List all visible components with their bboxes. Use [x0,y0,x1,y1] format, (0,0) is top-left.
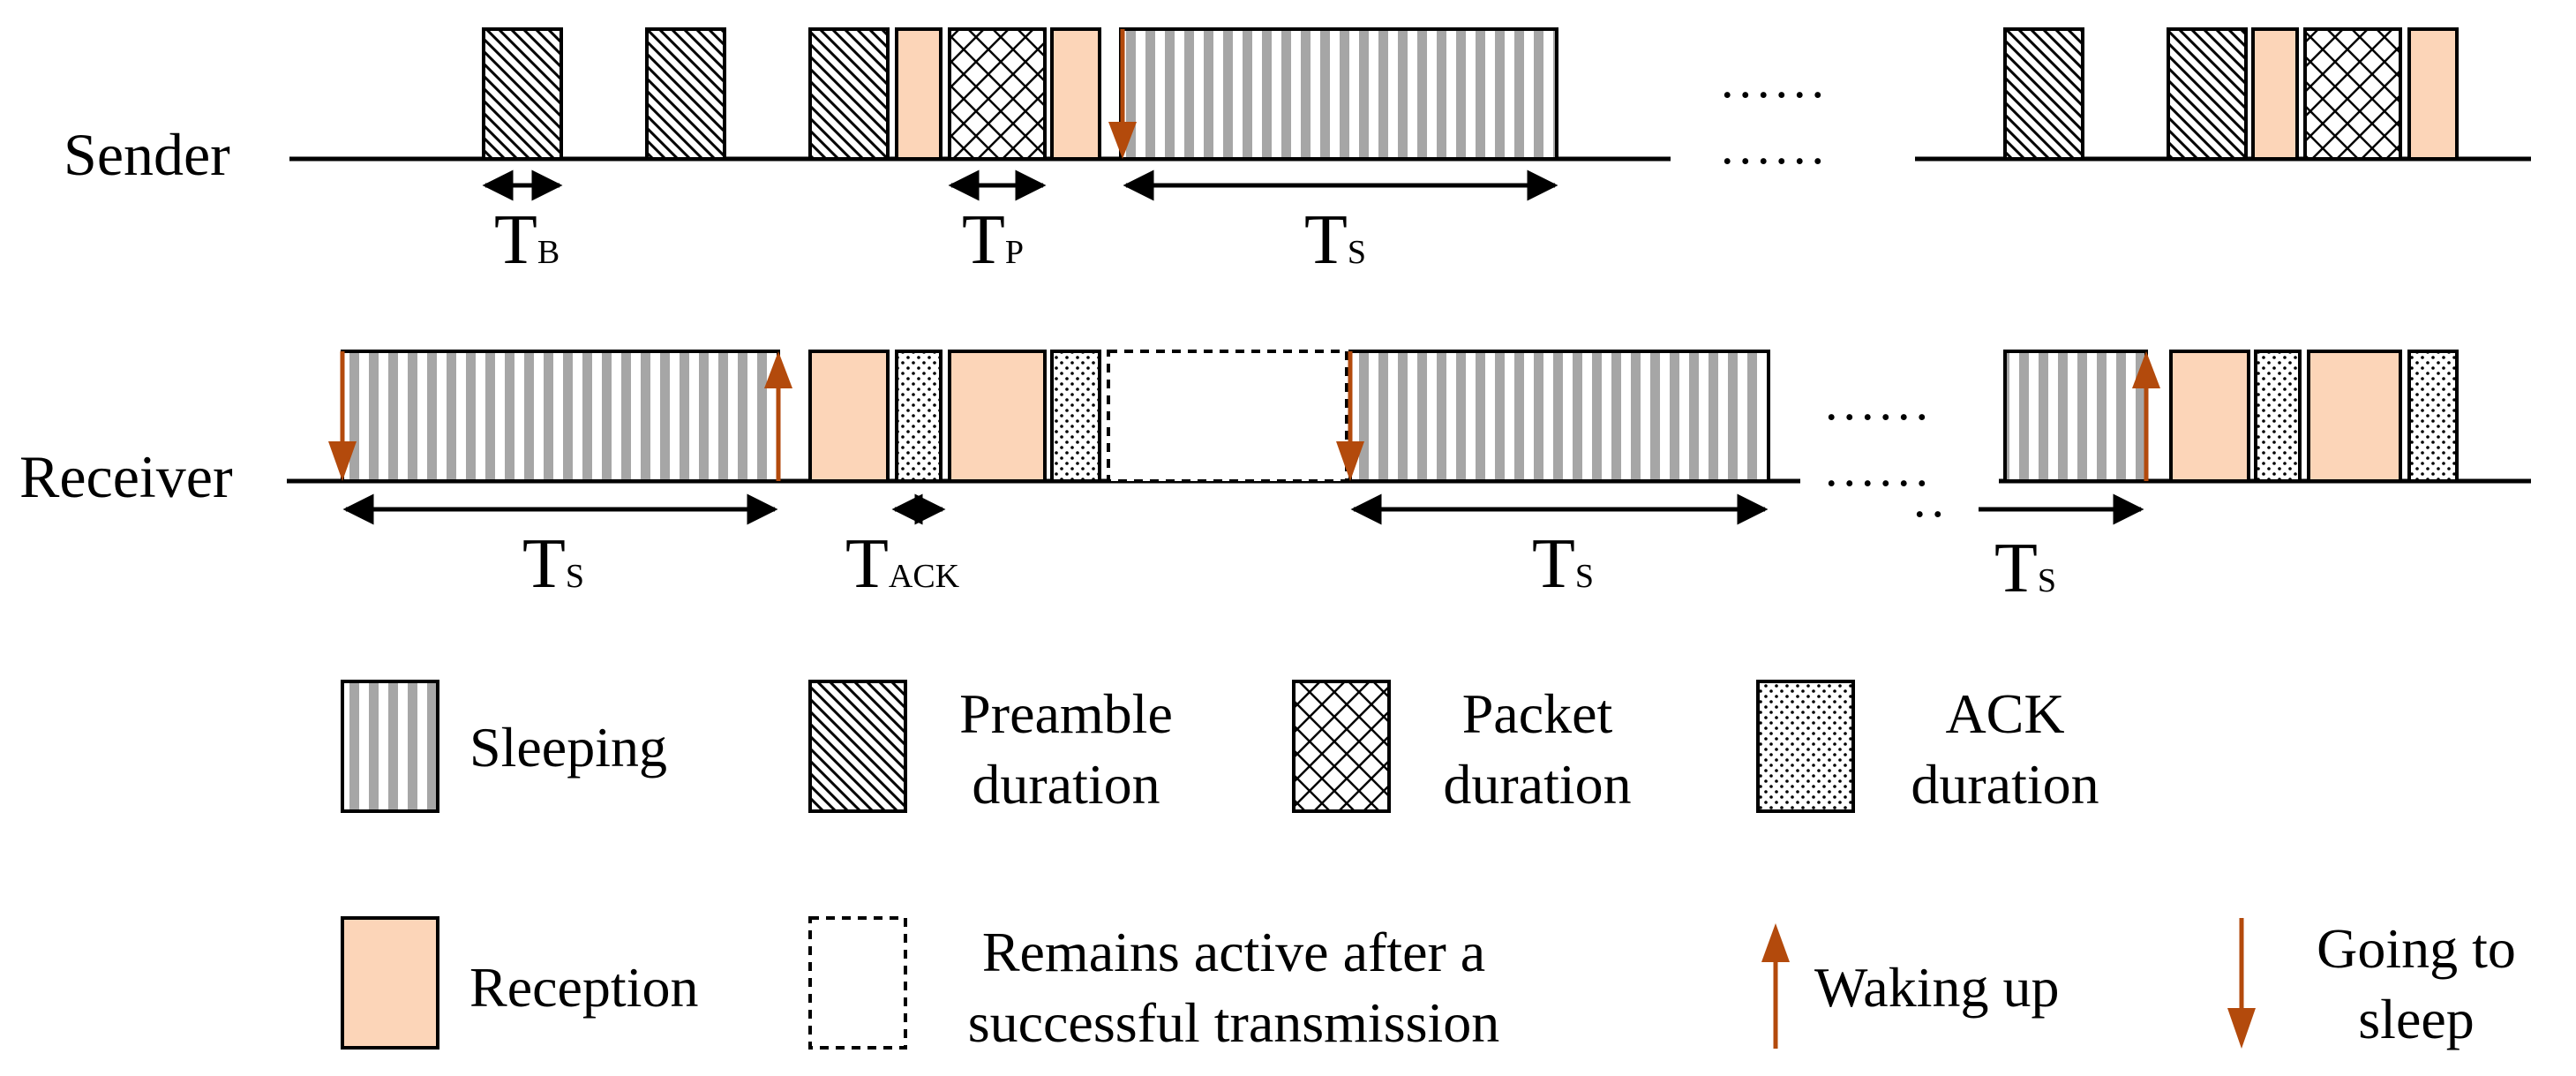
preamble-block [645,27,726,161]
waking-up-arrow [2132,351,2160,481]
legend-label-active: successful transmission [968,991,1500,1054]
waking-up-arrow [764,351,792,481]
going-to-sleep-arrow [1336,351,1364,481]
ellipsis: ...... [1721,51,1829,109]
legend-label-going: Going to [2317,917,2516,980]
interval-label-tack: TACK [845,525,960,603]
going-to-sleep-arrow [328,351,357,481]
reception-block [895,27,943,161]
waking-up-icon [1761,923,1790,1049]
interval-label-tp: TP [962,201,1024,279]
ack-block [2254,350,2302,483]
legend-swatch-packet [1292,680,1391,813]
reception-block [2307,350,2402,483]
reception-block [948,350,1047,483]
legend-label-sleeping: Sleeping [469,716,667,779]
ellipsis: ...... [1721,117,1829,175]
sleeping-block [341,350,780,483]
sender-blocks [482,27,2459,161]
legend-label-going: sleep [2358,988,2475,1050]
legend: Sleeping Preamble duration Packet durati… [341,680,2516,1054]
legend-label-ack: ACK [1945,682,2064,745]
legend-swatch-sleeping [341,680,439,813]
ack-block [895,350,943,483]
legend-swatch-preamble [808,680,907,813]
sleeping-block [2003,350,2148,483]
legend-label-ack: duration [1911,753,2099,816]
legend-label-preamble: duration [972,753,1160,816]
legend-label-active: Remains active after a [982,921,1485,983]
reception-block [2169,350,2250,483]
ellipsis: .. [1913,470,1949,528]
legend-label-preamble: Preamble [959,682,1173,745]
reception-block [2407,27,2459,161]
reception-block [1050,27,1101,161]
preamble-block [808,27,890,161]
legend-label-packet: duration [1443,753,1631,816]
legend-label-packet: Packet [1462,682,1613,745]
sleeping-block [1119,27,1558,161]
reception-block [2251,27,2299,161]
interval-label-ts: TS [522,525,584,603]
preamble-block [2003,27,2084,161]
interval-label-ts: TS [1304,201,1366,279]
ellipsis: ...... [1825,373,1934,431]
ellipsis: ...... [1825,440,1934,497]
interval-label-tb: TB [494,201,560,279]
packet-block [2303,27,2402,161]
preamble-block [2167,27,2248,161]
preamble-block [482,27,563,161]
active-block [1107,350,1348,483]
legend-swatch-reception [341,916,439,1050]
going-to-sleep-icon [2227,918,2256,1049]
legend-label-reception: Reception [469,956,698,1019]
interval-label-ts: TS [1994,530,2056,607]
ack-block [2407,350,2459,483]
legend-label-waking: Waking up [1814,956,2059,1019]
interval-label-ts: TS [1532,525,1594,603]
packet-block [948,27,1047,161]
going-to-sleep-arrow [1108,29,1137,159]
legend-swatch-ack [1756,680,1855,813]
sender-label: Sender [64,121,230,188]
legend-swatch-active [808,916,907,1050]
sleeping-block [1348,350,1770,483]
receiver-label: Receiver [19,443,233,510]
ack-block [1050,350,1101,483]
reception-block [808,350,890,483]
